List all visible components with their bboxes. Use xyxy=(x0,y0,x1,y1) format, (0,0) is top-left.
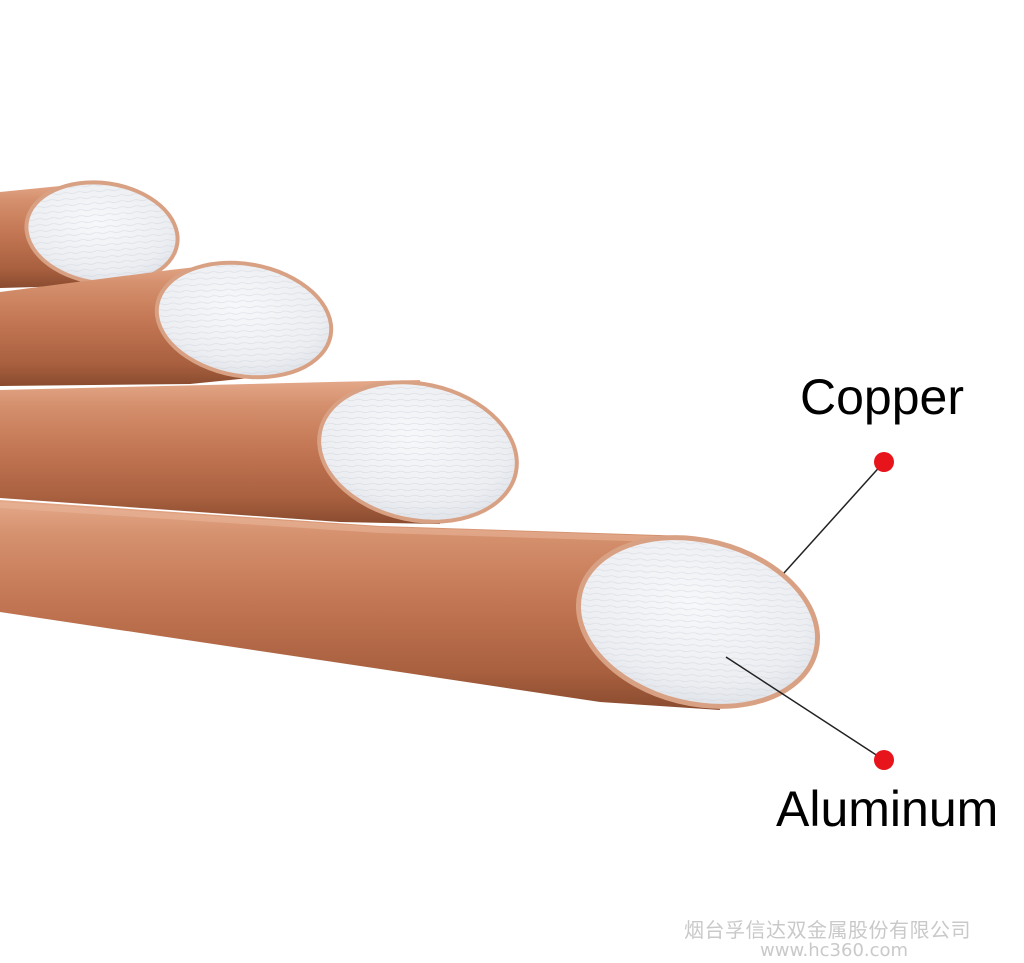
copper-label: Copper xyxy=(800,369,964,425)
copper-rod-1 xyxy=(0,180,180,288)
aluminum-label: Aluminum xyxy=(776,781,999,837)
watermark-company: 烟台孚信达双金属股份有限公司 xyxy=(684,918,971,942)
copper-leader-line xyxy=(783,461,885,574)
copper-marker-dot xyxy=(874,452,894,472)
copper-rod-2 xyxy=(0,260,334,386)
copper-rod-4 xyxy=(0,500,821,710)
aluminum-leader-line xyxy=(725,656,885,761)
copper-rod-3 xyxy=(0,380,519,524)
watermark-url: www.hc360.com xyxy=(760,940,909,961)
aluminum-marker-dot xyxy=(874,750,894,770)
